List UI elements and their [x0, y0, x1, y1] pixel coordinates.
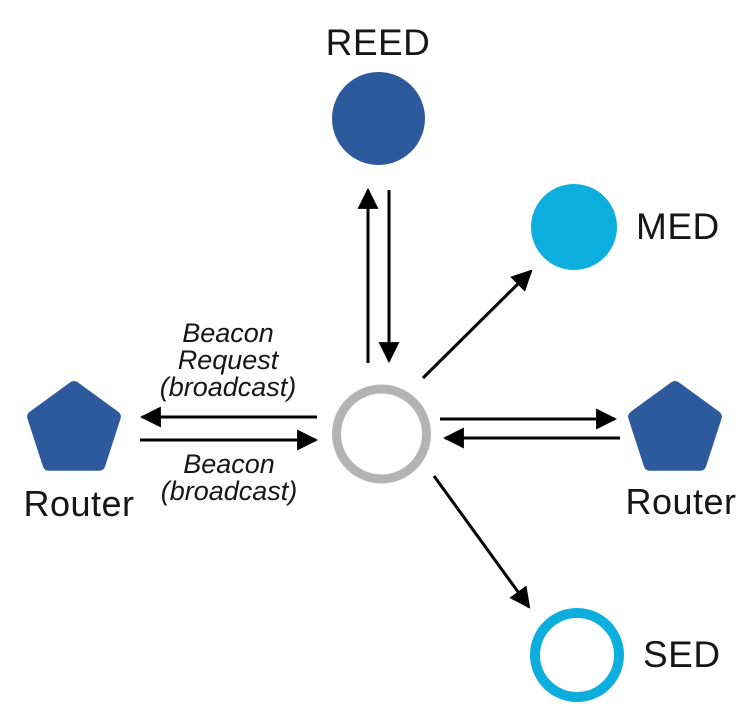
med-node-label: MED [636, 206, 720, 247]
router-right-node-label: Router [625, 481, 736, 522]
arrow-center-to-sed [432, 475, 531, 609]
node-group [27, 72, 722, 702]
beacon-request-annotation-line-3: (broadcast) [160, 372, 297, 402]
beacon-request-annotation-line-1: Beacon [182, 318, 274, 348]
beacon-request-annotation-line-2: Request [178, 345, 280, 375]
router-left-node [27, 381, 121, 471]
router-left-node-label: Router [23, 483, 134, 524]
router-right-node [628, 381, 722, 471]
arrow-group [139, 187, 620, 609]
sed-node-label: SED [643, 634, 721, 675]
arrow-center-to-med [421, 269, 533, 380]
node-label-group: REED MED SED Router Router [23, 22, 736, 675]
annotation-group: Beacon Request (broadcast) Beacon (broad… [160, 318, 298, 506]
center-node [332, 384, 431, 484]
med-node [531, 184, 617, 270]
beacon-annotation-line-2: (broadcast) [161, 476, 298, 506]
beacon-annotation-line-1: Beacon [183, 449, 275, 479]
sed-node [530, 608, 624, 702]
reed-node-label: REED [326, 22, 431, 63]
reed-node [332, 72, 425, 165]
